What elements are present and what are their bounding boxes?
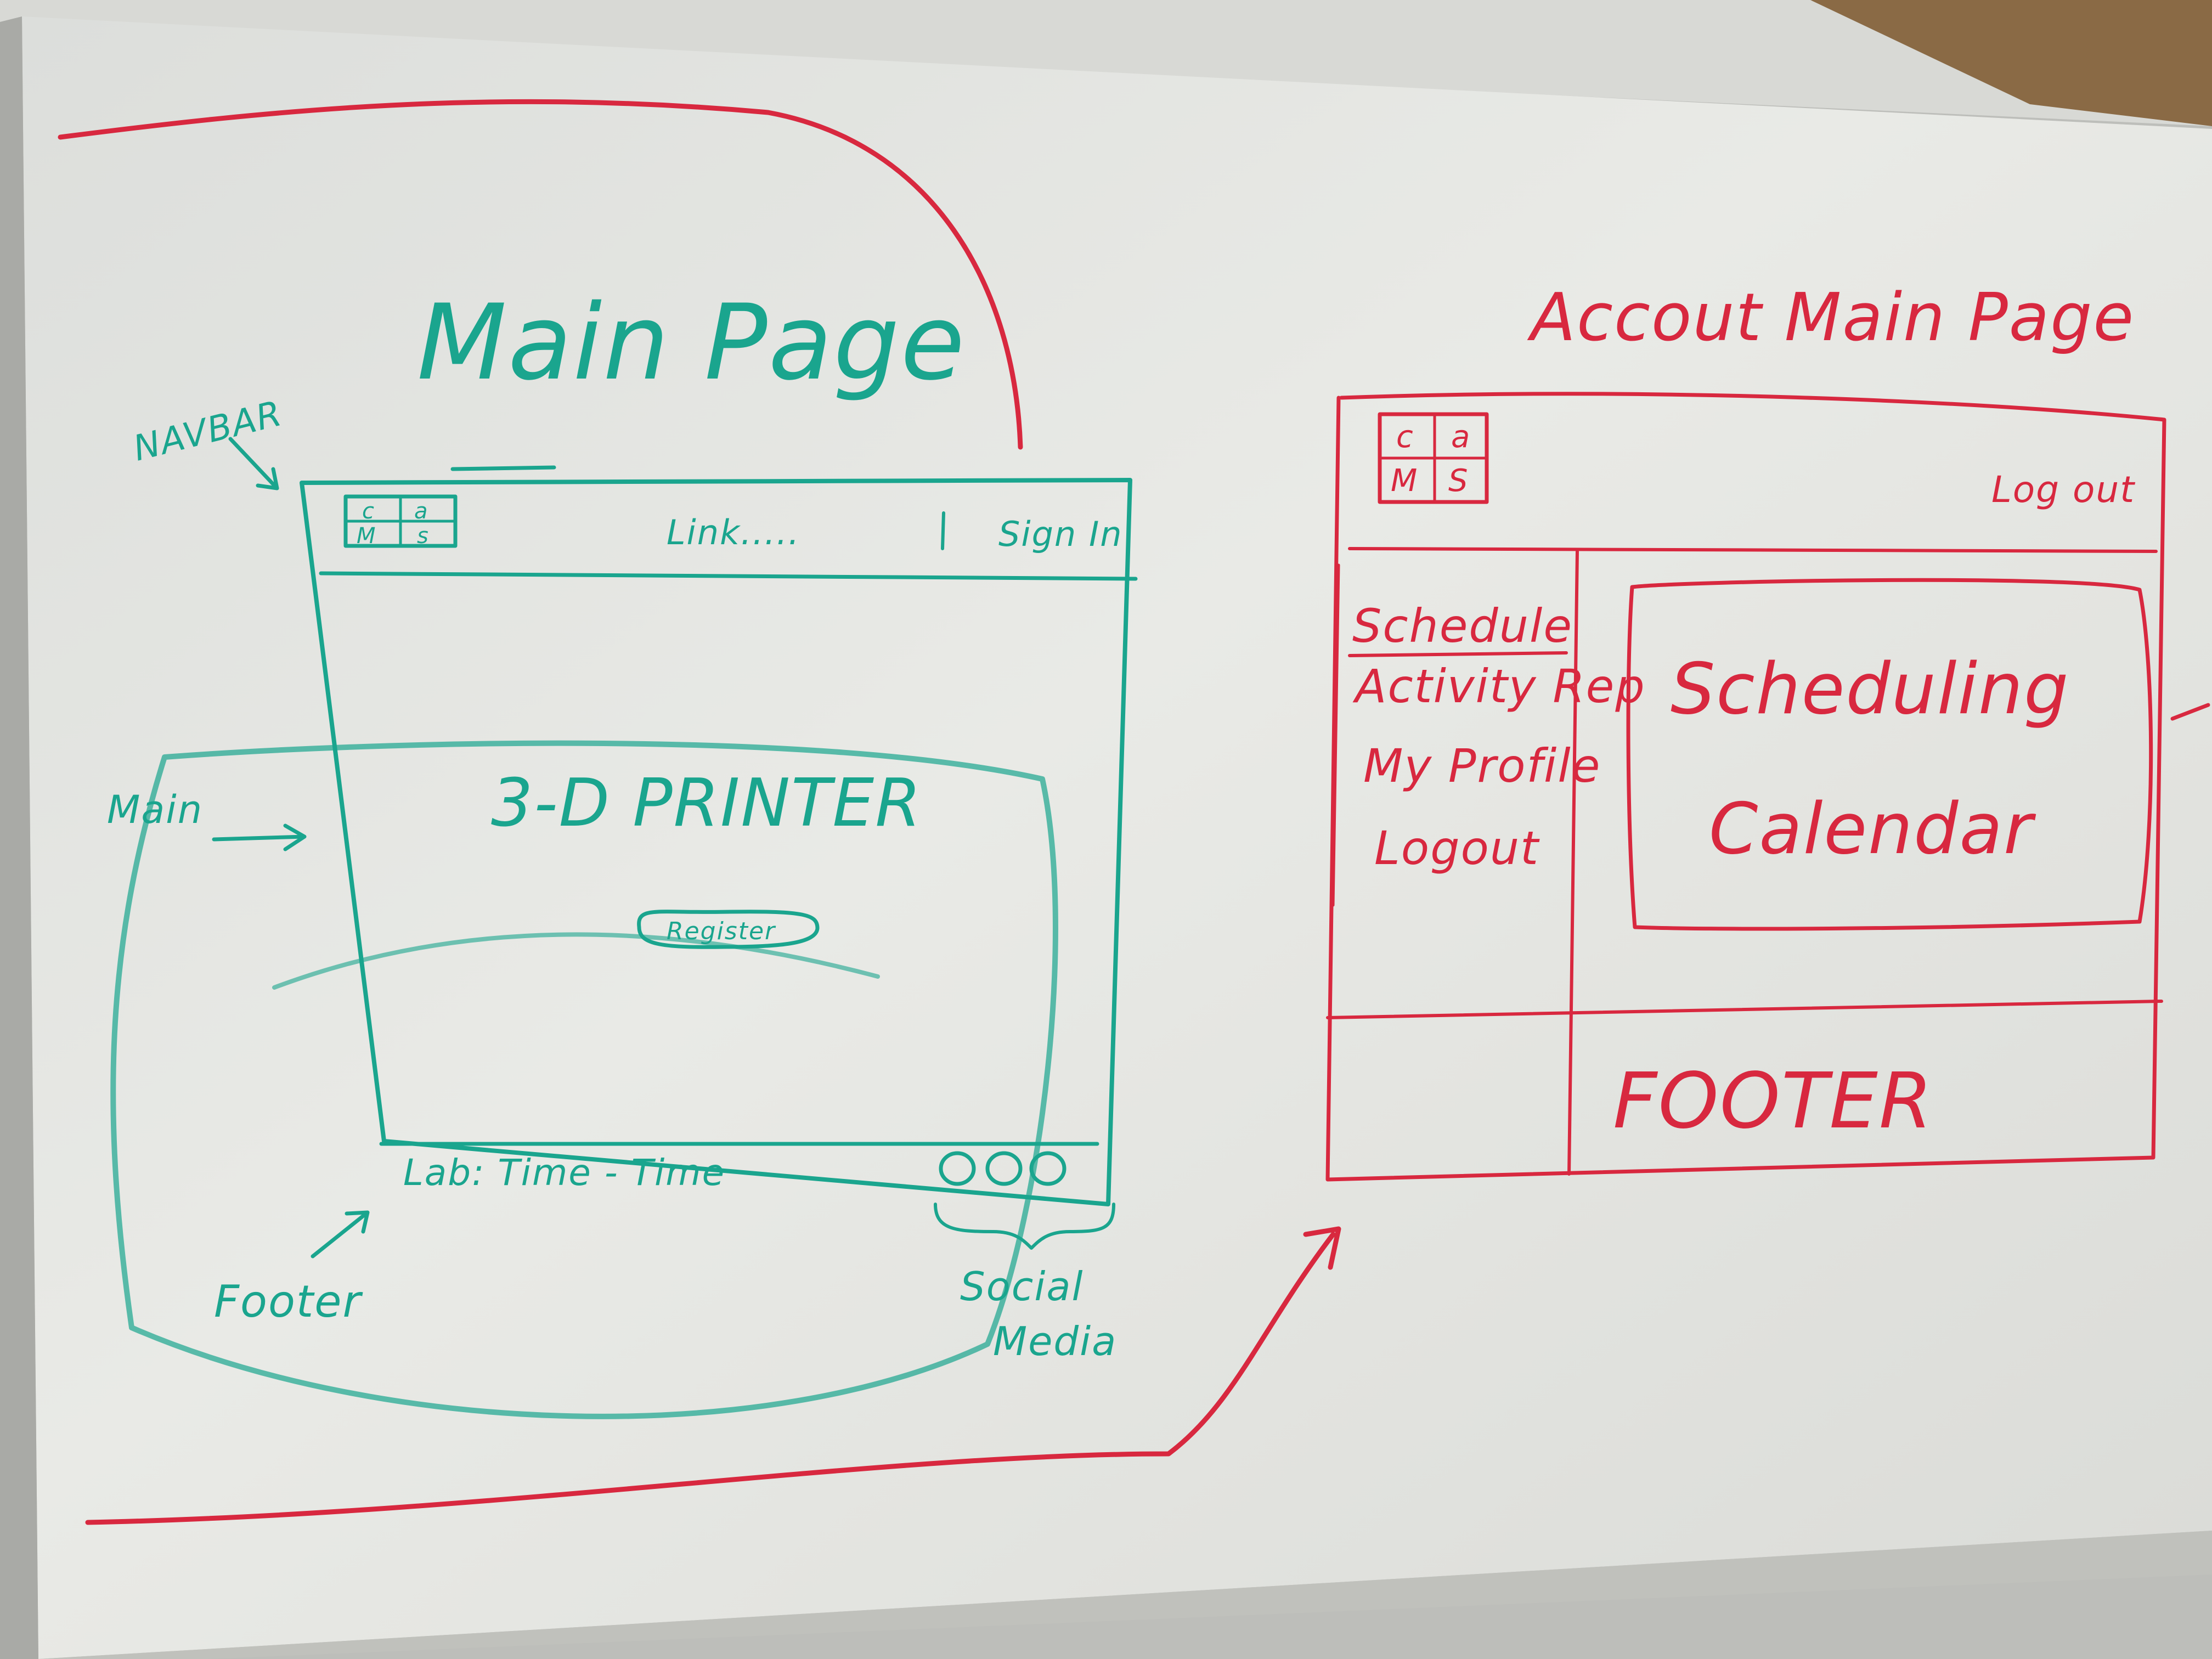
account-logo: c a M S [1378,412,1489,504]
footer-lab-hours: Lab: Time - Time [403,1152,725,1194]
sidebar-item-schedule[interactable]: Schedule [1352,599,1573,653]
register-button[interactable]: Register [637,910,820,949]
register-button-label: Register [667,917,776,945]
main-page-title: Main Page [417,282,966,403]
sidebar-active-underline [1348,651,1568,657]
sidebar-left-line [1331,563,1340,907]
sidebar-item-logout[interactable]: Logout [1374,821,1540,875]
logout-link-top[interactable]: Log out [1991,469,2135,511]
account-page-wireframe [1325,392,2166,1182]
hero-heading: 3-D PRINTER [491,765,922,842]
navbar-divider [319,571,1138,581]
erased-shape-ghost [110,740,1058,1419]
social-icon-3[interactable] [1029,1151,1066,1186]
nav-separator [941,511,945,550]
social-icon-2[interactable] [985,1151,1023,1186]
sidebar-item-my-profile[interactable]: My Profile [1363,739,1601,793]
main-logo: c a M s [343,494,458,549]
logo-letter-c: c [362,499,375,524]
sign-in-link[interactable]: Sign In [998,514,1123,554]
logo-letter-s: s [417,523,430,549]
logo-letter-m: M [357,523,377,549]
account-logo-letter-m: M [1391,463,1418,499]
account-logo-letter-a: a [1451,419,1471,455]
sidebar-item-activity-report[interactable]: Activity Rep [1352,659,1646,713]
social-icons [939,1151,1066,1186]
corkboard-strip [1810,0,2212,126]
account-logo-letter-s: S [1448,463,1469,499]
marker-tray [38,1531,2212,1659]
account-logo-letter-c: c [1396,419,1414,455]
nav-link-placeholder[interactable]: Link..... [667,512,800,552]
flow-outline-top [58,99,1023,450]
panel-text-scheduling: Scheduling [1671,648,2069,730]
sidebar-divider [1567,550,1579,1176]
flow-outline-bottom [85,1232,1336,1525]
navbar-arrow [228,437,279,490]
left-frame [0,16,38,1659]
main-page-wireframe [300,478,1132,1206]
account-sidebar: Schedule Activity Rep My Profile Logout [1348,599,1646,875]
main-arrow [212,823,307,851]
wireframe-top-scribble [450,465,556,471]
footer-annotation: Footer [214,1276,363,1327]
account-footer-divider [1326,1000,2163,1019]
social-annotation-line1: Social [960,1263,1084,1310]
erased-line-ghost [272,932,880,990]
edge-scribble [2170,703,2210,721]
social-annotation-line2: Media [993,1318,1117,1364]
account-footer-label: FOOTER [1613,1057,1933,1146]
footer-arrow [311,1210,370,1259]
scheduling-calendar-panel[interactable] [1626,578,2153,931]
top-frame [0,0,2212,126]
main-annotation: Main [107,787,203,832]
social-icon-1[interactable] [939,1151,976,1186]
account-page-title: Accout Main Page [1527,280,2135,356]
whiteboard-surface [22,16,2212,1659]
panel-text-calendar: Calendar [1709,788,2036,870]
account-navbar-divider [1348,547,2158,553]
social-brace [934,1203,1115,1250]
flow-arrowhead [1303,1226,1341,1270]
logo-letter-a: a [414,499,429,524]
